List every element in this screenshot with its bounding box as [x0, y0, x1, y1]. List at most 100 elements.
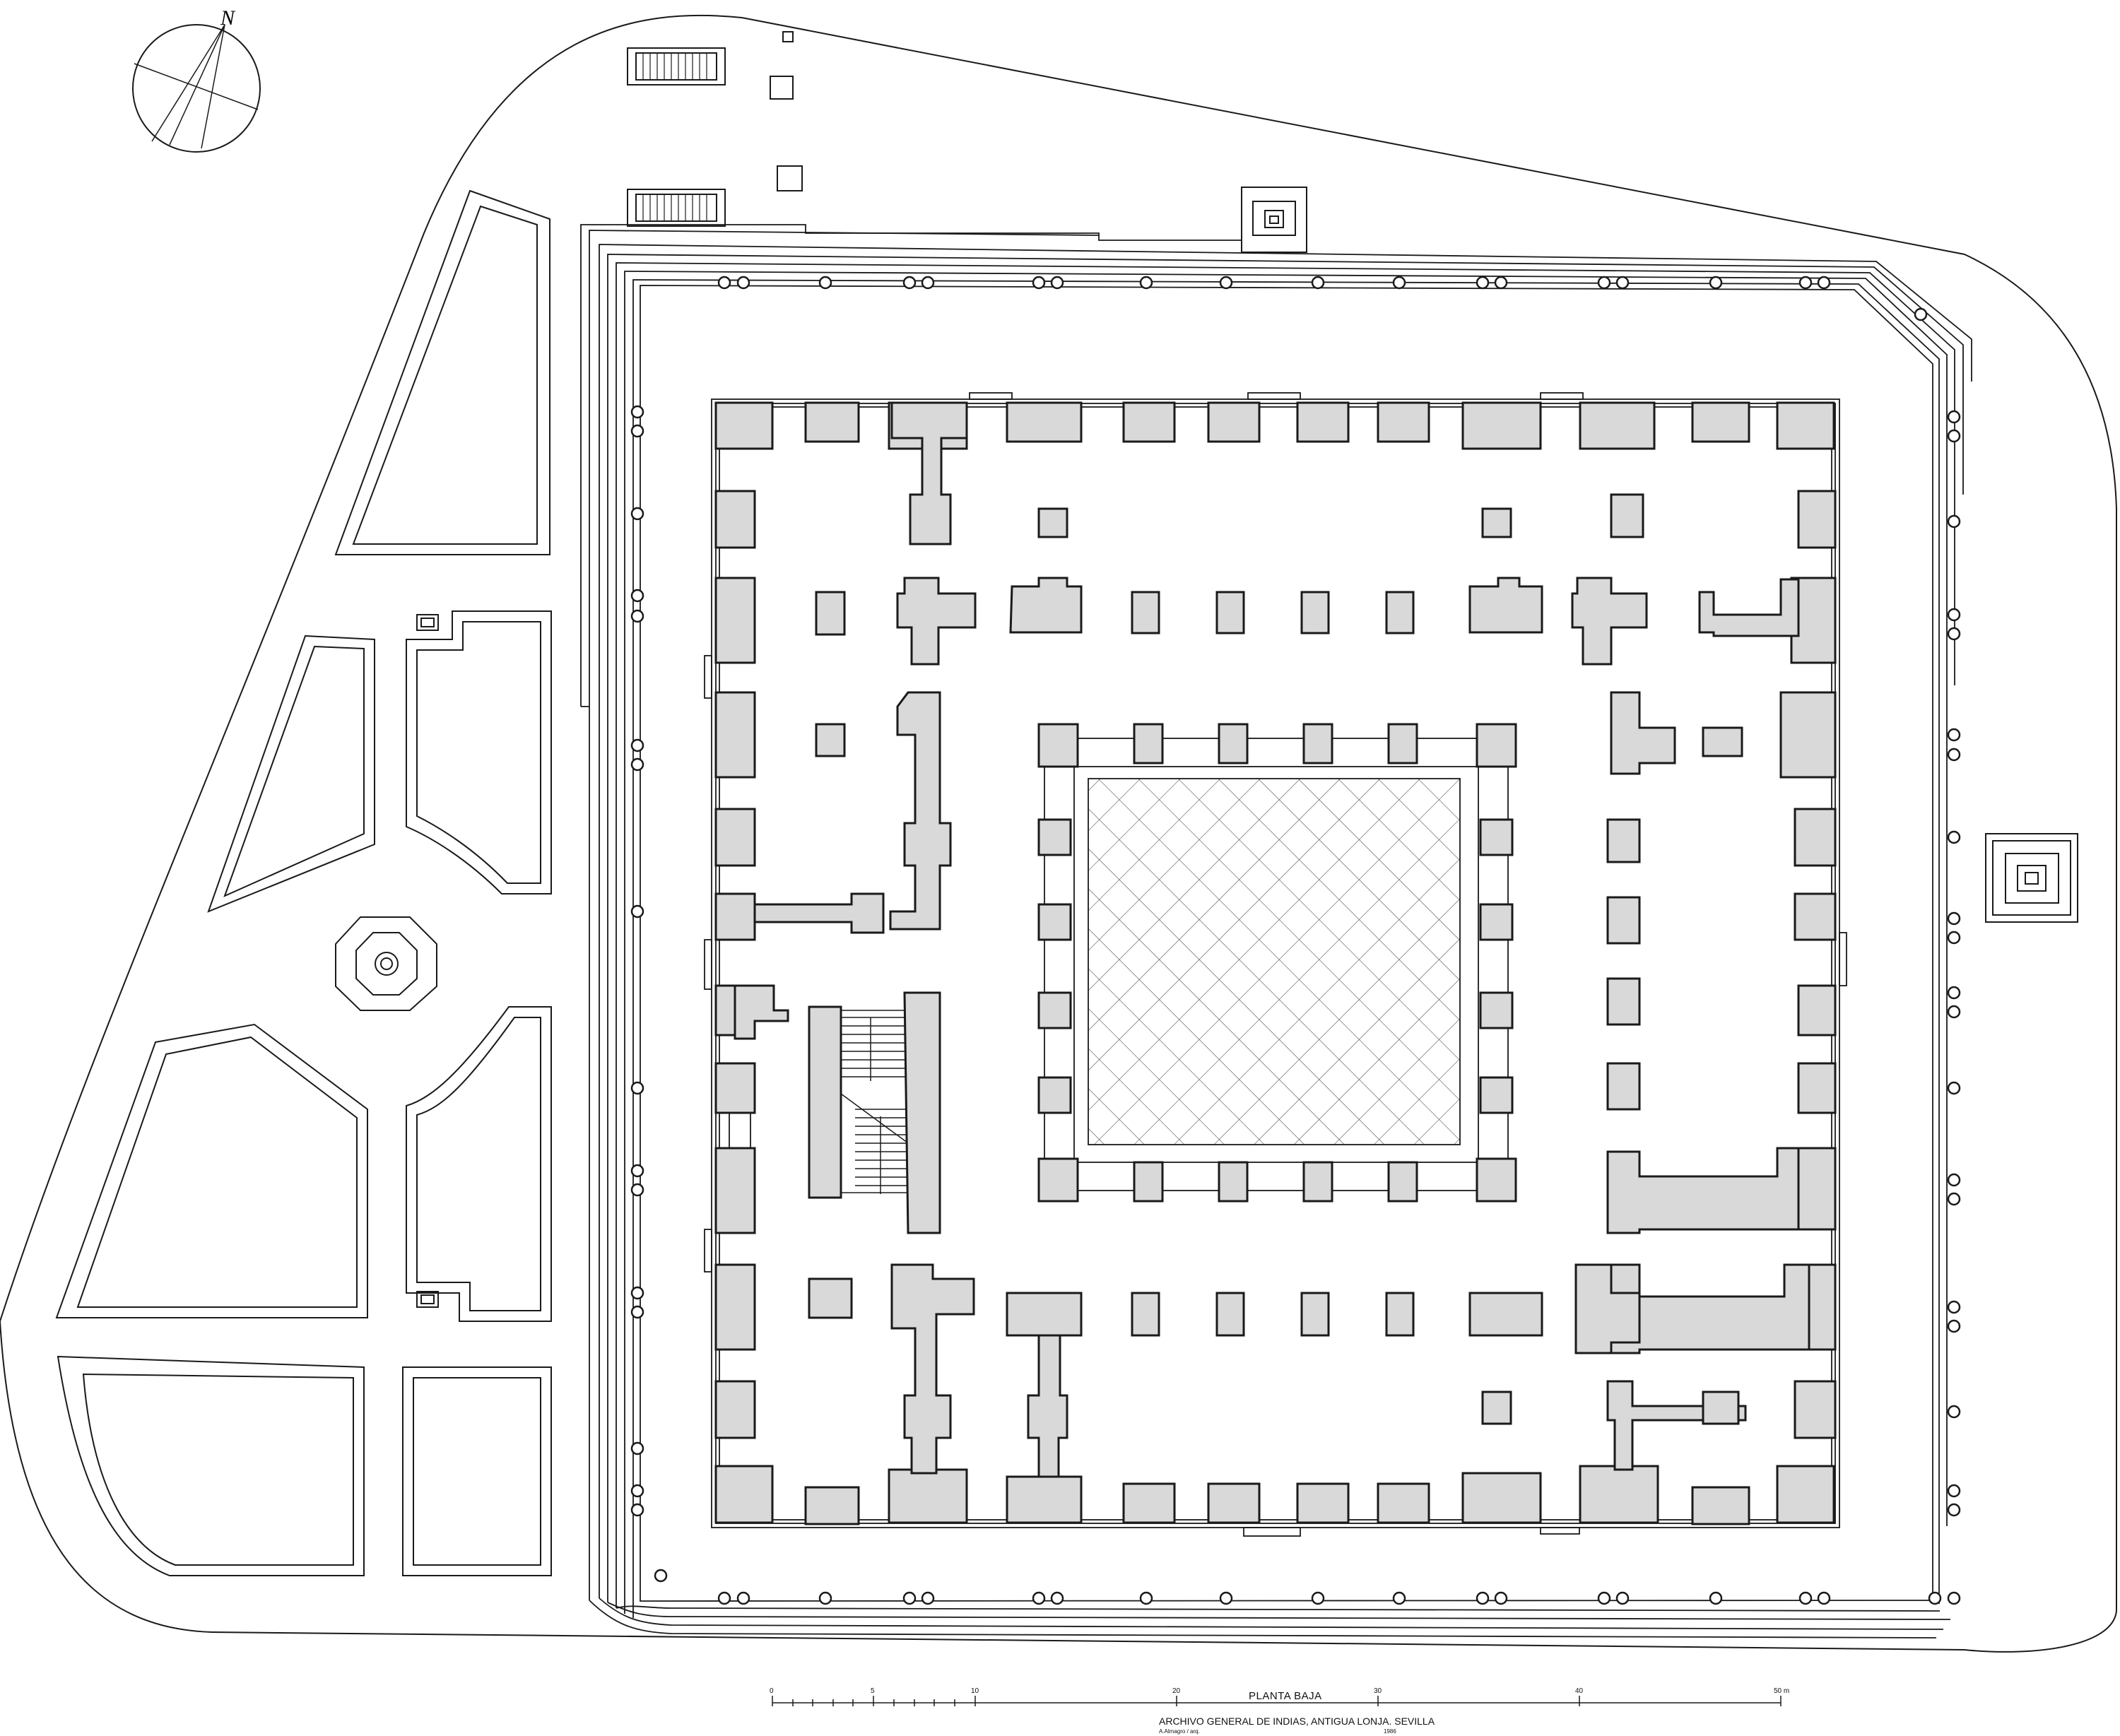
- stair-wall: [903, 991, 941, 1234]
- floor-label: PLANTA BAJA: [1249, 1690, 1322, 1702]
- column: [630, 904, 644, 919]
- pillar: [1296, 401, 1350, 443]
- column: [1947, 1405, 1961, 1419]
- pillar: [1377, 1482, 1430, 1524]
- column: [1139, 276, 1153, 290]
- site-boundary: [0, 14, 2117, 1653]
- column: [630, 1441, 644, 1455]
- pillar: [1037, 1076, 1072, 1114]
- column: [630, 589, 644, 603]
- pillar: [1479, 1076, 1514, 1114]
- column: [630, 757, 644, 772]
- column: [1947, 931, 1961, 945]
- pillar: [1131, 1292, 1160, 1337]
- column: [630, 738, 644, 752]
- column: [1817, 1591, 1831, 1605]
- pillar: [815, 591, 846, 636]
- perimeter-columns: [630, 276, 1961, 1605]
- column: [1914, 307, 1928, 321]
- pillars: [714, 401, 1837, 1525]
- pier: [734, 984, 789, 1040]
- monument-north: [1241, 187, 1307, 253]
- column: [1476, 276, 1490, 290]
- cross-pier: [896, 577, 977, 666]
- pillar: [804, 401, 860, 443]
- pillar: [1702, 1390, 1740, 1425]
- column: [1615, 1591, 1630, 1605]
- column: [1947, 514, 1961, 529]
- pillar: [1218, 723, 1249, 764]
- pillar: [1037, 507, 1068, 538]
- column: [630, 1286, 644, 1300]
- scale-tick-40: 40: [1575, 1687, 1584, 1695]
- stairs-top: [627, 47, 726, 227]
- pillar: [1218, 1161, 1249, 1203]
- pillar: [714, 1380, 756, 1439]
- small-plinths: [770, 31, 803, 191]
- column: [1476, 1591, 1490, 1605]
- pillar: [1037, 1157, 1079, 1203]
- grand-staircase: [840, 1010, 911, 1194]
- column: [1947, 1591, 1961, 1605]
- pier-long: [1606, 1380, 1747, 1471]
- column: [1494, 1591, 1508, 1605]
- pillar: [1691, 1486, 1750, 1525]
- pillar: [1797, 490, 1837, 549]
- pillar: [1479, 991, 1514, 1029]
- octagonal-fountain-icon: [335, 916, 437, 1011]
- pillar: [1606, 896, 1641, 945]
- beam-pier: [1698, 578, 1800, 637]
- pillar: [1207, 401, 1261, 443]
- pillar: [1461, 1472, 1542, 1524]
- pillar: [1215, 1292, 1245, 1337]
- column: [630, 1164, 644, 1178]
- column: [921, 276, 935, 290]
- column: [1615, 276, 1630, 290]
- pillar: [1215, 591, 1245, 634]
- pillar: [1133, 1161, 1164, 1203]
- pillar: [1476, 723, 1517, 768]
- wall-pier-long: [889, 691, 952, 931]
- column: [1032, 276, 1046, 290]
- stair-wall: [808, 1005, 842, 1199]
- pillar: [714, 401, 774, 450]
- column: [1597, 1591, 1611, 1605]
- column: [1947, 429, 1961, 443]
- pillar: [1037, 903, 1072, 941]
- column: [1947, 1173, 1961, 1187]
- column: [1947, 1081, 1961, 1095]
- pillar: [1207, 1482, 1261, 1524]
- monument-east: [1985, 833, 2078, 923]
- pillar: [1776, 1465, 1835, 1524]
- column: [630, 1305, 644, 1319]
- stair-steps: [642, 53, 707, 221]
- pillar: [1794, 808, 1837, 867]
- column: [1494, 276, 1508, 290]
- pillar: [1302, 1161, 1333, 1203]
- column: [1311, 1591, 1325, 1605]
- column: [902, 1591, 917, 1605]
- column: [1050, 276, 1064, 290]
- pillar: [1131, 591, 1160, 634]
- pillar: [1479, 903, 1514, 941]
- building-walls: [704, 392, 1847, 1537]
- gardens: [55, 189, 552, 1576]
- north-label: N: [220, 6, 236, 30]
- pillar: [714, 1062, 756, 1114]
- column: [630, 405, 644, 419]
- pillar: [1797, 1062, 1837, 1114]
- pillar: [714, 691, 756, 779]
- pillar: [1797, 984, 1837, 1037]
- column: [1947, 608, 1961, 622]
- column: [717, 1591, 731, 1605]
- pillar: [1385, 591, 1415, 634]
- pier: [1610, 691, 1676, 775]
- pillar: [1006, 1475, 1083, 1524]
- column: [1709, 276, 1723, 290]
- wall-pier-long: [890, 401, 968, 545]
- column: [1947, 1484, 1961, 1498]
- compass-icon: N: [132, 6, 261, 153]
- column: [1947, 627, 1961, 641]
- pillar: [1302, 723, 1333, 764]
- column: [736, 276, 750, 290]
